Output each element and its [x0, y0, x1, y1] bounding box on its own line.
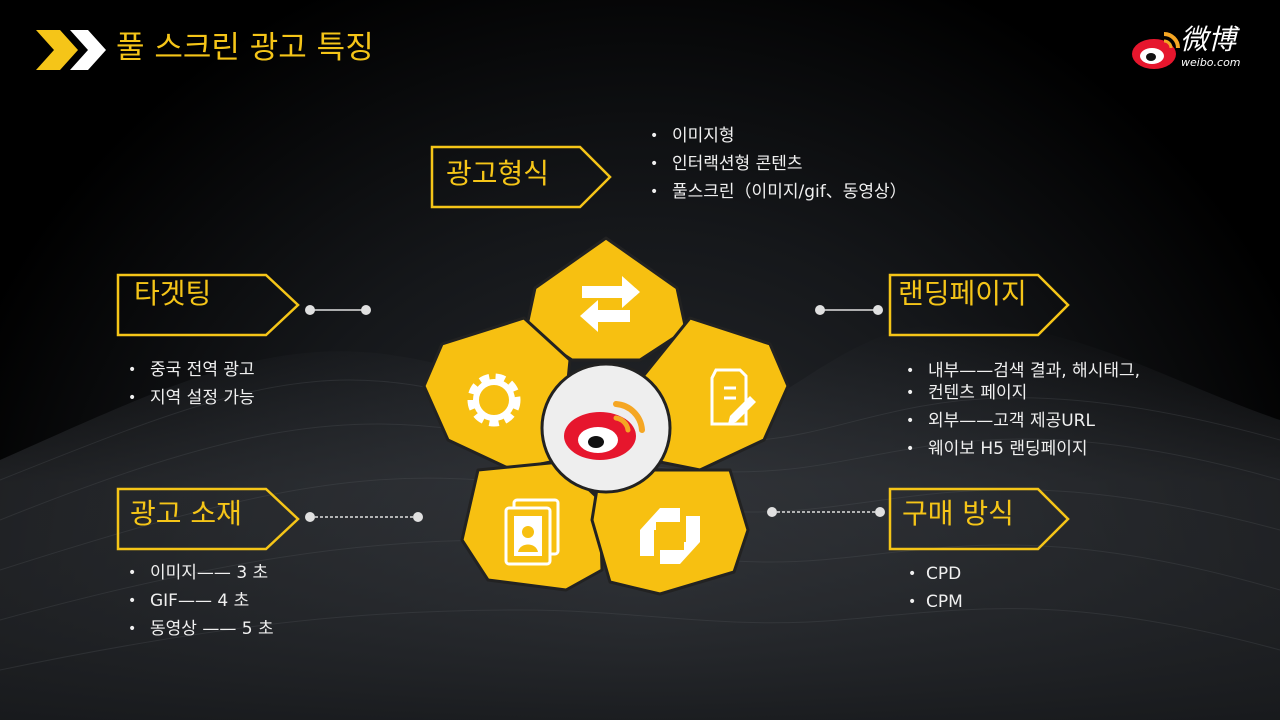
ad-format-label: 광고형식: [446, 157, 550, 190]
purchase-connector: [767, 507, 885, 517]
material-connector: [305, 512, 423, 522]
list-item-text: 내부——검색 결과, 해시태그,: [928, 361, 1141, 381]
double-chevron-icon: [36, 30, 106, 70]
weibo-logo: [1132, 32, 1180, 69]
weibo-logo-text: 微博: [1180, 23, 1237, 56]
landing-label: 랜딩페이지: [898, 277, 1027, 310]
list-item: 지역 설정 가능: [124, 384, 255, 412]
purchase-tag: 구매 방식: [888, 487, 1072, 551]
header-bar: 풀 스크린 광고 특징: [0, 22, 1280, 78]
list-item: 이미지형: [646, 122, 907, 150]
landing-list: 내부——검색 결과, 해시태그, 컨텐츠 페이지 외부——고객 제공URL 웨이…: [902, 360, 1140, 466]
list-item: 외부——고객 제공URL: [902, 410, 1140, 432]
ad-format-tag: 광고형식: [430, 145, 614, 209]
list-item-text: 컨텐츠 페이지: [928, 383, 1028, 403]
landing-connector: [815, 305, 883, 315]
list-item: CPM: [904, 588, 963, 616]
list-item: 내부——검색 결과, 해시태그,: [902, 360, 1140, 382]
material-label: 광고 소재: [130, 497, 242, 530]
weibo-logo-url: weibo.com: [1181, 56, 1241, 69]
page-title: 풀 스크린 광고 특징: [116, 30, 374, 66]
list-item: 컨텐츠 페이지: [902, 382, 1140, 404]
material-tag: 광고 소재: [116, 487, 302, 551]
list-item: 중국 전역 광고: [124, 356, 255, 384]
list-item: 인터랙션형 콘텐츠: [646, 150, 907, 178]
ad-format-list: 이미지형 인터랙션형 콘텐츠 풀스크린（이미지/gif、동영상）: [646, 122, 907, 206]
targeting-label: 타겟팅: [134, 277, 212, 310]
targeting-tag: 타겟팅: [116, 273, 302, 337]
list-item: GIF—— 4 초: [124, 587, 274, 615]
header-band: [0, 22, 20, 78]
purchase-list: CPD CPM: [904, 560, 963, 616]
list-item: 웨이보 H5 랜딩페이지: [902, 438, 1140, 460]
targeting-list: 중국 전역 광고 지역 설정 가능: [124, 356, 255, 412]
list-item: 동영상 —— 5 초: [124, 615, 274, 643]
list-item: 이미지—— 3 초: [124, 559, 274, 587]
targeting-connector: [305, 305, 371, 315]
list-item: CPD: [904, 560, 963, 588]
material-list: 이미지—— 3 초 GIF—— 4 초 동영상 —— 5 초: [124, 559, 274, 643]
list-item: 풀스크린（이미지/gif、동영상）: [646, 178, 907, 206]
purchase-label: 구매 방식: [902, 497, 1014, 530]
landing-tag: 랜딩페이지: [888, 273, 1072, 337]
